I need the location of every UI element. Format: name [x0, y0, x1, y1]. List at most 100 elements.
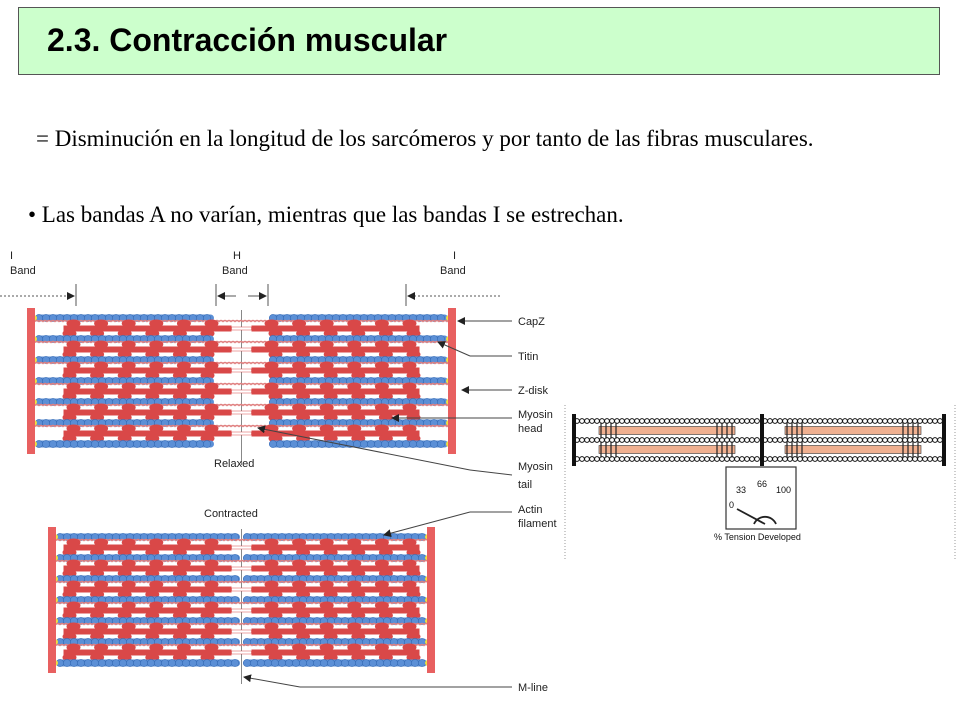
actin-bead: [283, 440, 291, 448]
myosin-head: [204, 622, 219, 631]
inset-actin-bead: [624, 456, 630, 462]
myosin-head: [264, 403, 279, 412]
inset-actin-bead: [777, 418, 783, 424]
actin-bead: [327, 659, 335, 667]
actin-bead: [390, 659, 398, 667]
myosin-tail: [251, 388, 420, 395]
inset-actin-bead: [584, 437, 590, 443]
myosin-head: [121, 382, 136, 391]
inset-actin-bead: [704, 437, 710, 443]
myosin-head: [94, 538, 109, 547]
myosin-head: [94, 424, 109, 433]
inset-actin-bead: [649, 437, 655, 443]
myosin-tail: [251, 565, 420, 572]
inset-actin-bead: [649, 456, 655, 462]
actin-bead: [402, 440, 410, 448]
actin-bead: [231, 659, 239, 667]
inset-actin-bead: [609, 456, 615, 462]
myosin-tail-label-2: tail: [518, 479, 532, 491]
actin-bead: [423, 440, 431, 448]
myosin-head: [204, 580, 219, 589]
myosin-head: [94, 403, 109, 412]
inset-actin-bead: [832, 437, 838, 443]
inset-actin-bead: [862, 456, 868, 462]
i-band-left-label-2: Band: [10, 265, 36, 277]
actin-bead: [311, 440, 319, 448]
inset-actin-bead: [882, 456, 888, 462]
myosin-head: [319, 340, 334, 349]
inset-actin-bead: [807, 418, 813, 424]
actin-bead: [437, 356, 445, 364]
myosin-head: [347, 382, 362, 391]
actin-bead: [98, 659, 106, 667]
myosin-head: [94, 559, 109, 568]
inset-actin-bead: [699, 456, 705, 462]
actin-bead: [404, 659, 412, 667]
myosin-head: [66, 580, 81, 589]
inset-actin-bead: [802, 456, 808, 462]
inset-actin-bead: [932, 437, 938, 443]
inset-actin-bead: [694, 456, 700, 462]
myosin-head: [374, 319, 389, 328]
myosin-head: [402, 643, 417, 652]
myosin-head: [121, 403, 136, 412]
myosin-head: [94, 361, 109, 370]
inset-actin-bead: [754, 456, 760, 462]
inset-actin-bead: [674, 418, 680, 424]
inset-actin-bead: [847, 418, 853, 424]
inset-actin-bead: [862, 418, 868, 424]
myosin-head: [347, 403, 362, 412]
actin-bead: [276, 440, 284, 448]
inset-actin-bead: [734, 437, 740, 443]
myosin-head: [264, 601, 279, 610]
actin-bead: [231, 533, 239, 541]
myosin-head: [402, 403, 417, 412]
tension-inset: 0 33 66 100 % Tension Developed: [564, 405, 956, 560]
myosin-head: [402, 382, 417, 391]
myosin-tail: [251, 628, 420, 635]
actin-bead: [231, 554, 239, 562]
myosin-head: [319, 601, 334, 610]
inset-actin-bead: [579, 437, 585, 443]
inset-actin-bead: [857, 456, 863, 462]
myosin-head: [402, 622, 417, 631]
actin-bead: [271, 659, 279, 667]
actin-bead: [320, 659, 328, 667]
inset-actin-bead: [604, 418, 610, 424]
inset-actin-bead: [639, 456, 645, 462]
z-disk: [27, 308, 35, 454]
inset-actin-bead: [594, 437, 600, 443]
myosin-head: [319, 538, 334, 547]
myosin-head: [176, 340, 191, 349]
inset-actin-bead: [847, 456, 853, 462]
inset-actin-bead: [584, 418, 590, 424]
myosin-head: [66, 559, 81, 568]
inset-actin-bead: [892, 437, 898, 443]
myosin-tail: [251, 367, 420, 374]
inset-actin-bead: [937, 456, 943, 462]
inset-actin-bead: [877, 418, 883, 424]
bare-zone: [231, 347, 252, 352]
actin-bead: [49, 440, 57, 448]
myosin-head: [292, 601, 307, 610]
actin-bead: [418, 659, 426, 667]
title-banner: 2.3. Contracción muscular: [18, 7, 940, 75]
inset-actin-bead: [877, 456, 883, 462]
capz-label: CapZ: [518, 316, 545, 328]
myosin-head: [374, 643, 389, 652]
actin-label-2: filament: [518, 518, 557, 530]
actin-bead: [299, 659, 307, 667]
inset-actin-bead: [897, 456, 903, 462]
inset-actin-bead: [822, 456, 828, 462]
bare-zone: [231, 389, 252, 394]
myosin-head: [347, 601, 362, 610]
h-band-label-2: Band: [222, 265, 248, 277]
actin-bead: [70, 659, 78, 667]
actin-bead: [231, 617, 239, 625]
myosin-head: [347, 622, 362, 631]
myosin-head: [176, 319, 191, 328]
myosin-head: [94, 382, 109, 391]
myosin-tail: [63, 346, 232, 353]
z-disk: [427, 527, 435, 673]
inset-actin-bead: [767, 418, 773, 424]
